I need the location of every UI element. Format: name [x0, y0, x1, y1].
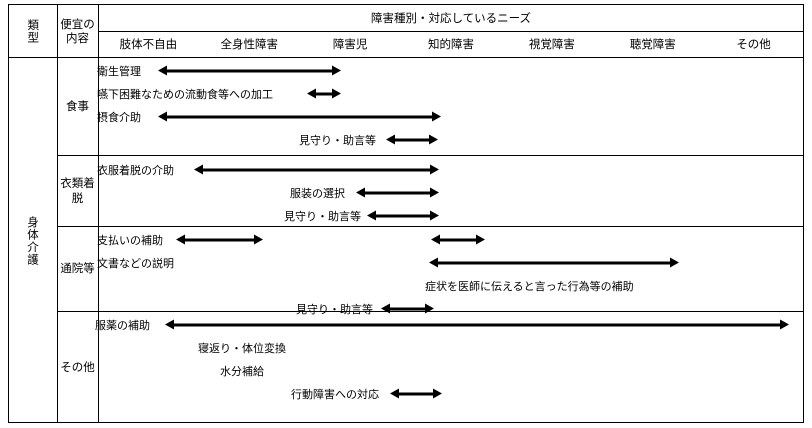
header-group-divider — [98, 31, 803, 32]
category-header-5: 視覚障害 — [501, 31, 602, 57]
range-arrow — [185, 238, 254, 241]
service-label: 見守り・助言等 — [299, 133, 376, 147]
service-label: 衛生管理 — [97, 64, 141, 78]
service-label: 行動障害への対応 — [291, 387, 379, 401]
service-row: 見守り・助言等 — [98, 300, 803, 317]
category-header-label: その他 — [736, 36, 771, 51]
service-row: 服装の選択 — [98, 184, 803, 201]
service-row: 摂食介助 — [97, 108, 803, 125]
category-header-4: 知的障害 — [401, 31, 502, 57]
header-content-label: 便宜の 内容 — [60, 16, 95, 45]
header-type: 類型 — [9, 5, 57, 57]
category-header-2: 全身性障害 — [199, 31, 300, 57]
service-row: 水分補給 — [98, 362, 803, 379]
category-header-label: 肢体不自由 — [119, 36, 178, 51]
range-arrow — [390, 307, 425, 310]
range-arrow — [167, 69, 332, 72]
range-arrow — [365, 191, 430, 194]
service-label: 摂食介助 — [97, 110, 141, 124]
service-label: 寝返り・体位変換 — [198, 341, 286, 355]
service-row: 嚥下困難なための流動食等への加工 — [97, 85, 803, 102]
section-name-label: 通院等 — [60, 261, 95, 276]
service-label: 服装の選択 — [290, 186, 345, 200]
section-name-4: その他 — [57, 311, 98, 424]
service-row: 寝返り・体位変換 — [98, 339, 803, 356]
section-name-label: その他 — [60, 360, 95, 375]
range-arrow — [167, 115, 432, 118]
column-divider-content — [98, 5, 99, 422]
service-row: 見守り・助言等 — [98, 207, 803, 224]
range-arrow — [395, 138, 429, 141]
service-row: 衣服着脱の介助 — [97, 161, 803, 178]
range-arrow — [399, 392, 433, 395]
service-row: 服薬の補助 — [95, 316, 803, 333]
range-arrow — [376, 214, 430, 217]
category-header-label: 障害児 — [332, 36, 368, 51]
header-bottom-divider — [9, 57, 803, 58]
service-row: 症状を医師に伝えると言った行為等の補助 — [98, 277, 803, 294]
column-divider-type — [57, 5, 58, 422]
service-label: 衣服着脱の介助 — [97, 163, 174, 177]
category-header-label: 知的障害 — [427, 36, 474, 51]
category-header-label: 全身性障害 — [220, 36, 279, 51]
range-arrow — [438, 261, 670, 264]
header-group-title-label: 障害種別・対応しているニーズ — [370, 10, 532, 25]
service-label: 見守り・助言等 — [284, 209, 361, 223]
range-arrow — [174, 323, 780, 326]
section-name-2: 衣類着 脱 — [57, 155, 98, 226]
range-arrow-secondary — [440, 238, 476, 241]
category-header-6: 聴覚障害 — [602, 31, 703, 57]
service-row: 見守り・助言等 — [98, 131, 803, 148]
service-label: 文書などの説明 — [97, 256, 174, 270]
range-arrow — [203, 168, 430, 171]
section-name-label: 衣類着 脱 — [60, 175, 95, 205]
header-content: 便宜の 内容 — [57, 5, 98, 57]
header-type-label: 類型 — [26, 18, 41, 44]
category-header-7: その他 — [703, 31, 804, 57]
section-name-3: 通院等 — [57, 226, 98, 311]
section-name-1: 食事 — [57, 57, 98, 155]
category-header-label: 聴覚障害 — [629, 36, 676, 51]
service-label: 症状を医師に伝えると言った行為等の補助 — [425, 279, 634, 293]
type-label-body-care: 身体介護 — [9, 57, 57, 424]
header-group-title: 障害種別・対応しているニーズ — [98, 5, 804, 31]
category-header-label: 視覚障害 — [528, 36, 575, 51]
service-row: 行動障害への対応 — [98, 385, 803, 402]
section-divider-1 — [57, 155, 803, 156]
matrix-table: 類型 便宜の 内容 障害種別・対応しているニーズ 肢体不自由 全身性障害 障害児 知的… — [8, 4, 804, 423]
section-name-label: 食事 — [66, 98, 89, 113]
service-label: 嚥下困難なための流動食等への加工 — [97, 87, 273, 101]
type-label-text: 身体介護 — [26, 215, 40, 266]
service-label: 見守り・助言等 — [296, 302, 373, 316]
category-header-1: 肢体不自由 — [98, 31, 199, 57]
service-label: 服薬の補助 — [95, 318, 150, 332]
section-divider-2 — [57, 226, 803, 227]
service-row: 文書などの説明 — [97, 254, 803, 271]
service-label: 水分補給 — [220, 364, 264, 378]
range-arrow — [316, 92, 332, 95]
service-row: 支払いの補助 — [97, 231, 803, 248]
category-header-3: 障害児 — [300, 31, 401, 57]
service-label: 支払いの補助 — [97, 233, 163, 247]
service-row: 衛生管理 — [97, 62, 803, 79]
